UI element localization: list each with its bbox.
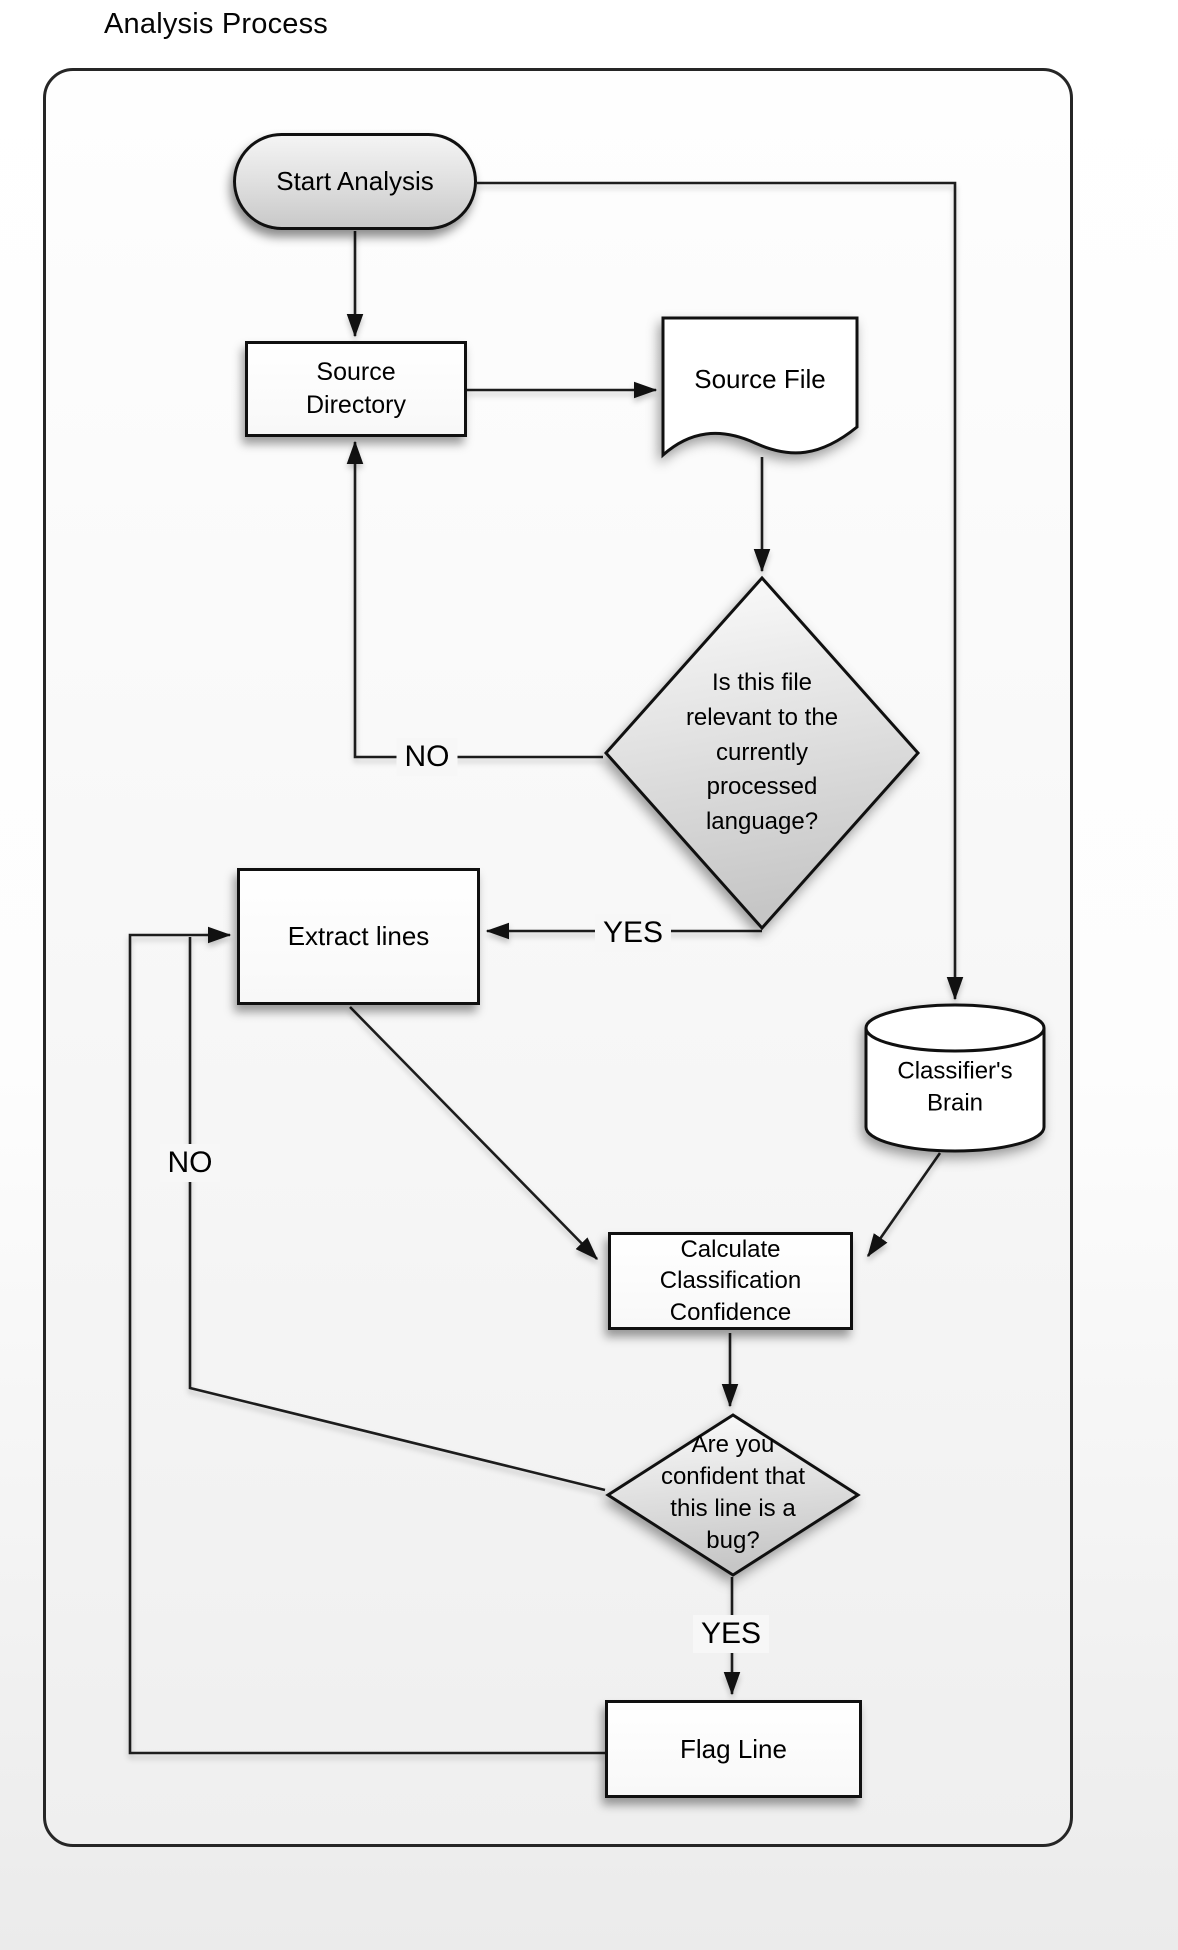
diagram-frame — [43, 68, 1073, 1847]
document-shape — [661, 316, 859, 459]
node-relevance-decision: Is this file relevant to the currently p… — [603, 575, 921, 931]
node-flag-line: Flag Line — [605, 1700, 862, 1798]
node-source-file: Source File — [660, 315, 860, 465]
node-bug-decision-label: Are you confident that this line is a bu… — [660, 1431, 806, 1555]
node-start-analysis: Start Analysis — [233, 133, 477, 230]
edge-label-relevance-yes: YES — [594, 914, 672, 952]
node-flag-line-label: Flag Line — [680, 1733, 787, 1764]
node-classifiers-brain: Classifier's Brain — [862, 1001, 1048, 1155]
node-calculate-confidence: Calculate Classification Confidence — [608, 1232, 853, 1330]
edge-flag-line-to-extract-lines — [128, 926, 605, 1755]
diamond-shape — [603, 575, 921, 931]
edge-extract-lines-to-calculate — [349, 1006, 598, 1260]
cylinder-shape — [864, 1003, 1046, 1153]
node-source-file-label: Source File — [694, 363, 826, 394]
node-bug-decision: Are you confident that this line is a bu… — [605, 1412, 861, 1578]
edge-label-bug-yes: YES — [692, 1615, 770, 1653]
edge-start-to-classifiers-brain — [477, 181, 964, 1001]
edge-label-bug-no: NO — [159, 1144, 221, 1182]
node-relevance-decision-label: Is this file relevant to the currently p… — [685, 669, 839, 836]
edge-classifiers-brain-to-calculate — [866, 1152, 942, 1258]
node-extract-lines: Extract lines — [237, 868, 480, 1005]
node-calculate-confidence-label: Calculate Classification Confidence — [659, 1235, 802, 1326]
diagram-title: Analysis Process — [104, 8, 328, 40]
edge-label-relevance-no: NO — [396, 738, 458, 776]
edge-relevance-no-to-source-directory — [346, 440, 603, 759]
edge-bug-no-return — [188, 937, 606, 1492]
node-source-directory-label: Source Directory — [305, 358, 406, 419]
node-source-directory: Source Directory — [245, 341, 467, 437]
node-extract-lines-label: Extract lines — [287, 921, 430, 952]
diamond-shape — [605, 1413, 861, 1577]
node-start-analysis-label: Start Analysis — [276, 166, 434, 197]
node-classifiers-brain-label: Classifier's Brain — [897, 1057, 1013, 1116]
